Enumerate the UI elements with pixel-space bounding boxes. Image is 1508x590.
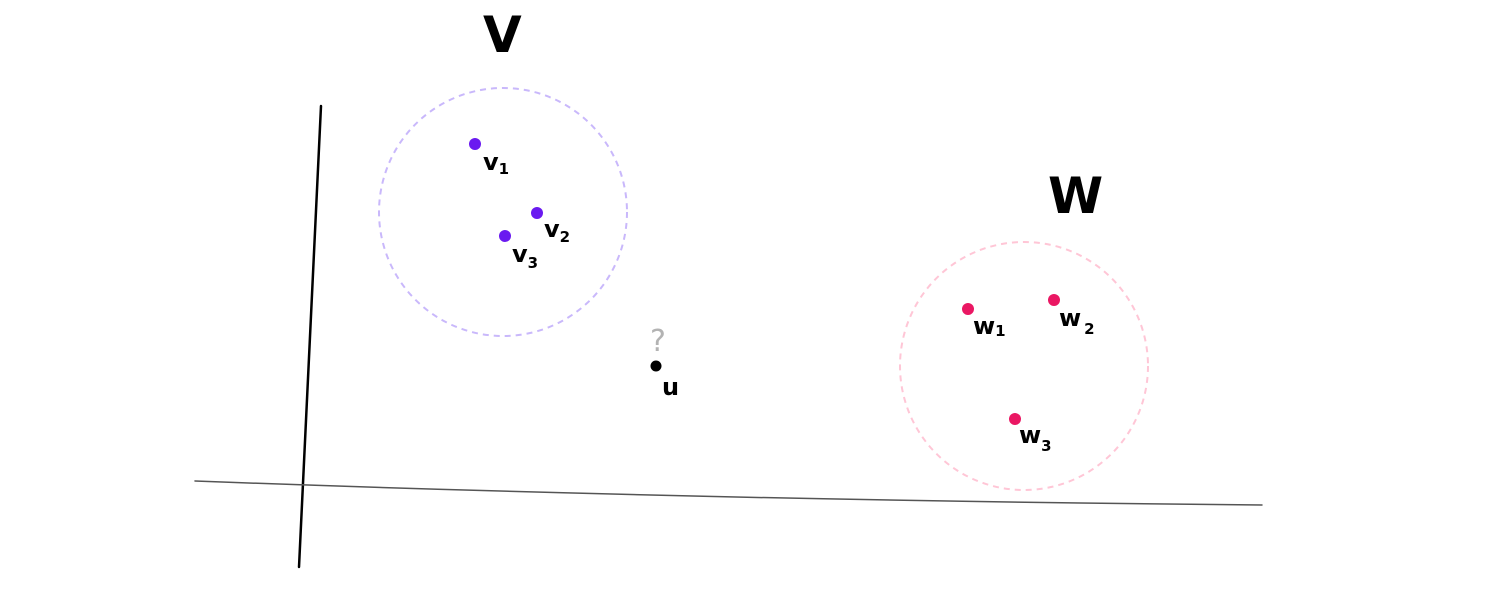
point-w3: w3 xyxy=(1009,413,1052,455)
y-axis xyxy=(297,104,323,569)
point-u-marker xyxy=(650,360,662,372)
point-w2-marker xyxy=(1048,294,1060,306)
point-w3-marker xyxy=(1009,413,1021,425)
point-v1-label: v1 xyxy=(483,148,509,178)
point-w3-base: w xyxy=(1019,421,1041,449)
point-w2-sub: 2 xyxy=(1084,320,1094,338)
point-w1-marker xyxy=(962,303,974,315)
point-w1-label: w1 xyxy=(973,312,1006,340)
point-v1: v1 xyxy=(469,138,509,178)
point-v3-marker xyxy=(499,230,511,242)
point-v1-sub: 1 xyxy=(499,160,509,178)
point-v2-marker xyxy=(531,207,543,219)
point-v3: v3 xyxy=(499,230,538,272)
point-u-label: u xyxy=(662,373,679,401)
point-v2-label: v2 xyxy=(544,215,570,246)
point-w1: w1 xyxy=(962,303,1006,340)
point-v3-base: v xyxy=(512,240,528,268)
set-v-boundary xyxy=(378,87,628,337)
point-w3-label: w3 xyxy=(1019,421,1052,455)
point-v3-label: v3 xyxy=(512,240,538,272)
point-w1-base: w xyxy=(973,312,995,340)
point-v3-sub: 3 xyxy=(528,254,538,272)
point-v2-sub: 2 xyxy=(560,228,570,246)
point-w3-sub: 3 xyxy=(1041,437,1051,455)
point-v2-base: v xyxy=(544,215,560,243)
point-v2: v2 xyxy=(531,207,570,246)
set-w-label: W xyxy=(1048,167,1103,225)
x-axis xyxy=(194,480,1263,506)
point-w2-base: w xyxy=(1059,304,1081,332)
query-point-u: ? u xyxy=(650,324,679,401)
set-w-boundary xyxy=(899,241,1149,491)
point-v1-marker xyxy=(469,138,481,150)
point-w1-sub: 1 xyxy=(995,322,1005,340)
question-mark: ? xyxy=(650,324,666,359)
set-v-label: V xyxy=(483,6,522,64)
point-v1-base: v xyxy=(483,148,499,176)
